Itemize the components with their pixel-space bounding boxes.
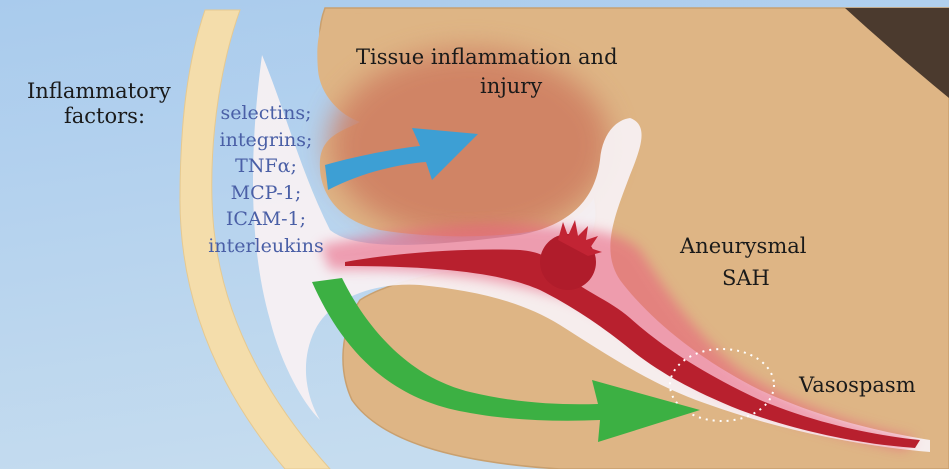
factor-item: MCP-1; [186, 180, 346, 207]
factor-item: ICAM-1; [186, 206, 346, 233]
vasospasm-label: Vasospasm [799, 375, 916, 396]
factor-item: TNFα; [186, 153, 346, 180]
factor-item: interleukins [186, 233, 346, 260]
inflammation-area [330, 50, 610, 240]
inflammatory-factors-title-line1: Inflammatory [27, 81, 171, 102]
inflammatory-factors-title-line2: factors: [64, 106, 145, 127]
factor-item: selectins; [186, 100, 346, 127]
aneurysmal-label-line1: Aneurysmal [680, 236, 806, 257]
tissue-label-line2: injury [480, 76, 542, 97]
tissue-label-line1: Tissue inflammation and [356, 47, 618, 68]
factor-item: integrins; [186, 127, 346, 154]
inflammatory-factors-list: selectins; integrins; TNFα; MCP-1; ICAM-… [186, 100, 346, 259]
aneurysmal-label-line2: SAH [722, 268, 770, 289]
